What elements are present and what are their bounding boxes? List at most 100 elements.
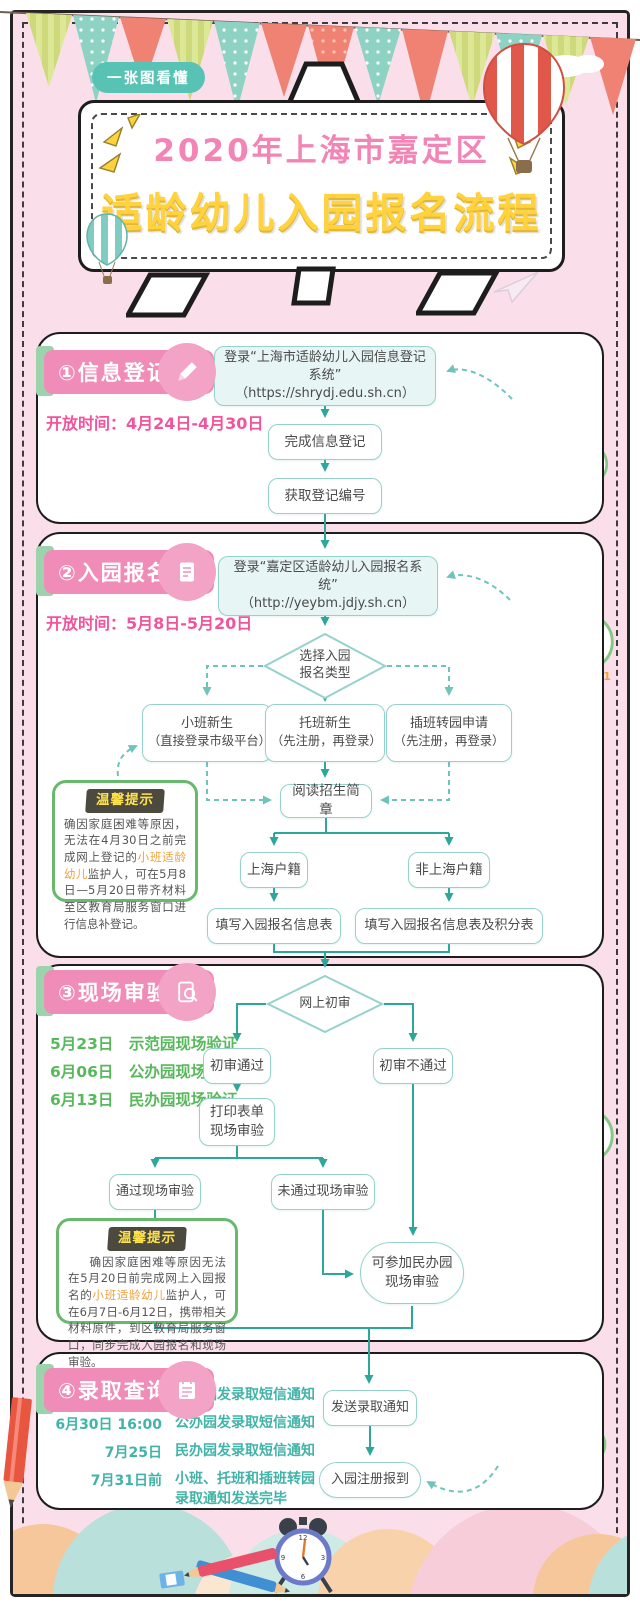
note-text: 确因家庭困难等原因，无法在4月30日之前完成网上登记的 — [64, 816, 186, 864]
flow-box-junior-class-new: 小班新生 （直接登录市级平台） — [142, 704, 272, 762]
small-balloon-icon — [86, 213, 128, 284]
flow-box-label: 初审通过 — [210, 1057, 264, 1074]
flow-box-label: 获取登记编号 — [284, 487, 366, 504]
title-board: 2020年上海市嘉定区 适龄幼儿入园报名流程 — [78, 100, 565, 272]
note-highlight: 小班适龄幼儿 — [64, 849, 187, 881]
section2-open-time: 开放时间：5月8日-5月20日 — [46, 614, 253, 633]
section3-note-box: 温馨提示 确因家庭困难等原因无法在5月20日前完成网上入园报名的小班适龄幼儿监护… — [56, 1218, 238, 1369]
tip-badge: 温馨提示 — [107, 1227, 187, 1251]
flow-box-transfer-application: 插班转园申请 （先注册，再登录） — [386, 704, 512, 762]
flow-box-label: 可参加民办园 — [371, 1255, 453, 1272]
decision-label: 选择入园 — [299, 649, 351, 665]
section3-badge-circle — [158, 963, 216, 1021]
note-highlight: 小班适龄幼儿 — [92, 1287, 166, 1302]
decision-choose-enrollment-type: 选择入园报名类型 — [263, 632, 387, 700]
flow-box-shanghai-hukou: 上海户籍 — [240, 852, 308, 888]
flow-box-label: 阅读招生简章 — [292, 783, 360, 818]
branch-sublabel: （先注册，再登录） — [393, 734, 505, 749]
pencils-decoration — [159, 1547, 290, 1593]
decision-label: 网上初审 — [299, 995, 351, 1011]
section2-badge-label: ②入园报名 — [58, 561, 170, 585]
section3-badge-label: ③现场审验 — [58, 981, 170, 1005]
document-icon — [180, 562, 194, 582]
schedule-label: 民办园发录取短信通知 — [175, 1443, 315, 1459]
svg-text:6: 6 — [301, 1573, 306, 1581]
flow-box-login-registration-system: 登录“上海市适龄幼儿入园信息登记系统” （https://shrydj.edu.… — [214, 346, 436, 406]
flow-box-label: 打印表单 — [210, 1104, 264, 1121]
enroll-system-url: （http://yeybm.jdjy.sh.cn） — [240, 596, 416, 612]
title-line1: 2020年上海市嘉定区 — [153, 133, 490, 169]
flow-box-label: 初审不通过 — [379, 1057, 447, 1074]
sparkle-icon — [98, 114, 141, 173]
title-line2: 适龄幼儿入园报名流程 — [101, 189, 542, 237]
flow-box-label: 上海户籍 — [247, 861, 301, 878]
branch-label: 插班转园申请 — [409, 716, 488, 732]
branch-sublabel: （直接登录市级平台） — [148, 734, 271, 749]
flow-box-label: 完成信息登记 — [284, 433, 366, 450]
flow-box-label: 非上海户籍 — [415, 861, 483, 878]
flow-box-send-admission-notice: 发送录取通知 — [323, 1390, 417, 1426]
flow-box-label: 入园注册报到 — [330, 1471, 409, 1487]
square-decoration — [291, 266, 336, 306]
pencil-icon — [178, 362, 197, 381]
paper-plane-icon — [493, 271, 539, 304]
section4-badge-label: ④录取查询 — [58, 1379, 170, 1403]
calendar-icon — [179, 1380, 195, 1399]
flow-box-review-passed: 初审通过 — [203, 1048, 271, 1084]
flow-box-fill-enrollment-form: 填写入园报名信息表 — [207, 908, 341, 944]
flow-box-login-enrollment-system: 登录“嘉定区适龄幼儿入园报名系统” （http://yeybm.jdjy.sh.… — [218, 556, 438, 616]
note-text: 监护人，可在5月8日—5月20日带齐材料至区教育局服务窗口进行信息补登记。 — [64, 866, 187, 931]
schedule-label: 小班、托班和插班转园 录取通知发送完毕 — [175, 1471, 315, 1507]
branch-label: 小班新生 — [180, 716, 233, 732]
section1-badge-circle — [158, 343, 216, 401]
flow-box-label: 填写入园报名信息表 — [215, 917, 333, 933]
flow-box-fill-enrollment-and-points-form: 填写入园报名信息表及积分表 — [355, 908, 543, 944]
svg-text:3: 3 — [321, 1554, 325, 1562]
flow-box-label: 通过现场审验 — [115, 1183, 194, 1199]
login-system-name: 登录“上海市适龄幼儿入园信息登记系统” — [224, 349, 426, 383]
magnifier-document-icon — [177, 981, 198, 1002]
section1-open-time: 开放时间：4月24日-4月30日 — [46, 414, 264, 433]
red-pencil-icon — [3, 1397, 32, 1508]
flow-box-non-shanghai-hukou: 非上海户籍 — [408, 852, 490, 888]
schedule-date: 6月13日 — [50, 1091, 114, 1109]
section4-badge-circle — [158, 1361, 216, 1419]
flow-box-toddler-class-new: 托班新生 （先注册，再登录） — [265, 704, 385, 762]
flow-box-complete-registration: 完成信息登记 — [268, 424, 382, 460]
svg-text:9: 9 — [281, 1554, 285, 1562]
schedule-row: 7月31日前小班、托班和插班转园 录取通知发送完毕 — [46, 1470, 316, 1509]
title-board-inner-dashed — [91, 113, 552, 259]
flow-box-review-failed: 初审不通过 — [373, 1048, 453, 1084]
schedule-date: 6月30日 16:00 — [55, 1417, 162, 1433]
schedule-date: 6月06日 — [50, 1063, 114, 1081]
flow-box-register-report: 入园注册报到 — [319, 1462, 421, 1498]
decision-online-preliminary-review: 网上初审 — [266, 974, 384, 1034]
flow-box-label: 发送录取通知 — [330, 1399, 409, 1415]
flow-box-onsite-failed: 未通过现场审验 — [271, 1174, 375, 1210]
schedule-date: 5月23日 — [50, 1035, 114, 1053]
section2-note-box: 温馨提示 确因家庭困难等原因，无法在4月30日之前完成网上登记的小班适龄幼儿监护… — [52, 780, 198, 931]
schedule-date: 7月31日前 — [90, 1473, 162, 1489]
tagline-badge: 一张图看懂 — [92, 62, 205, 93]
branch-label: 托班新生 — [298, 716, 351, 732]
section2-badge-circle — [158, 543, 216, 601]
branch-sublabel: （先注册，再登录） — [271, 734, 382, 749]
tagline-text: 一张图看懂 — [107, 71, 190, 87]
decision-label: 报名类型 — [299, 666, 351, 681]
alarm-clock-icon: 12 3 6 9 — [273, 1517, 333, 1594]
parallelogram-decoration — [416, 270, 500, 316]
flow-box-label: 现场审验 — [210, 1123, 264, 1139]
flow-box-onsite-passed: 通过现场审验 — [109, 1174, 201, 1210]
flow-box-get-registration-number: 获取登记编号 — [268, 478, 382, 514]
diamond-shape — [266, 974, 384, 1034]
tip-badge: 温馨提示 — [85, 789, 165, 813]
flow-box-print-form-onsite: 打印表单现场审验 — [199, 1098, 275, 1146]
flow-box-read-brochure: 阅读招生简章 — [280, 783, 372, 818]
section1-badge-label: ①信息登记 — [58, 361, 170, 385]
parallelogram-decoration — [126, 272, 210, 318]
schedule-date: 7月25日 — [104, 1445, 162, 1461]
flow-box-label: 未通过现场审验 — [277, 1183, 369, 1199]
enroll-system-name: 登录“嘉定区适龄幼儿入园报名系统” — [233, 559, 423, 593]
